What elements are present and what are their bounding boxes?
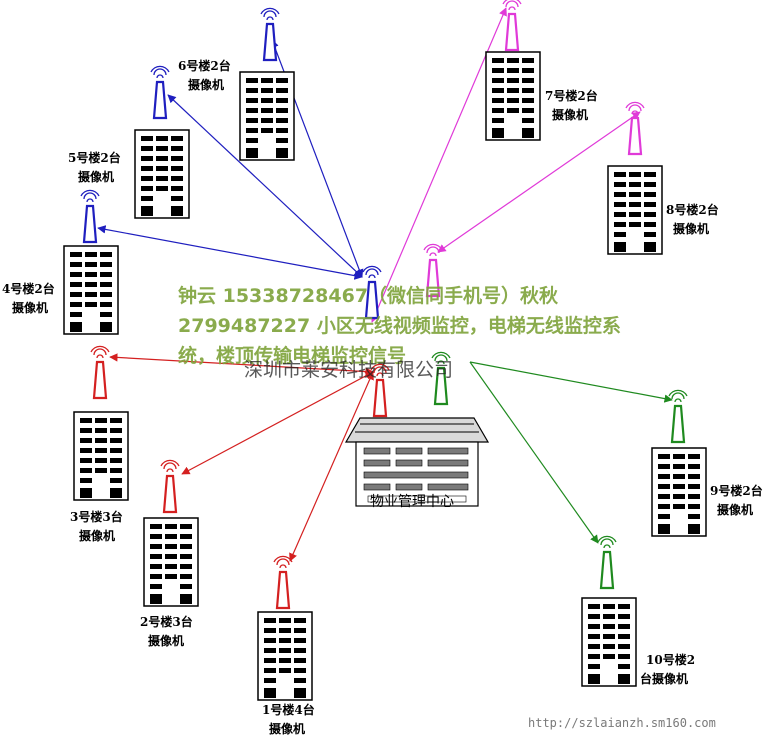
center-antenna-green-icon (431, 351, 451, 406)
building-7 (485, 51, 541, 141)
antenna-icon (80, 189, 100, 244)
antenna-icon (668, 389, 688, 444)
building-body (581, 597, 637, 687)
building-3-label-line1: 3号楼3台 (70, 509, 123, 524)
building-windows (588, 604, 630, 684)
building-4-label-line1: 4号楼2台 (2, 281, 55, 296)
center-antenna-red-icon (370, 363, 390, 418)
building-6-label: 6号楼2台 摄像机 (178, 58, 235, 92)
building-windows (614, 172, 656, 252)
building-9-label-line1: 9号楼2台 (710, 483, 763, 498)
link-b2-center (181, 371, 374, 475)
building-7-label-line2: 摄像机 (552, 107, 588, 122)
building-1-label-line2: 摄像机 (269, 721, 305, 736)
center-antenna-pink-icon (423, 243, 443, 298)
management-center-label: 物业管理中心 (370, 494, 454, 510)
building-6-label-line2: 摄像机 (188, 77, 224, 92)
footer-url: http://szlaianzh.sm160.com (528, 716, 716, 730)
antenna-icon (90, 345, 110, 400)
building-body (143, 517, 199, 607)
antenna-icon (273, 555, 293, 610)
link-b4-center (97, 225, 363, 280)
antenna-icon (597, 535, 617, 590)
building-8 (607, 165, 663, 255)
watermark-text: 钟云 15338728467（微信同手机号）秋秋 2799487227 小区无线… (178, 284, 621, 381)
building-7-label: 7号楼2台 摄像机 (545, 88, 602, 122)
building-windows (150, 524, 192, 604)
building-5-label: 5号楼2台 摄像机 (68, 150, 125, 184)
building-5-label-line1: 5号楼2台 (68, 150, 121, 165)
building-body (257, 611, 313, 701)
building-1-label-line1: 1号楼4台 (262, 702, 315, 717)
building-9-label: 9号楼2台 摄像机 (710, 483, 767, 517)
building-7-label-line1: 7号楼2台 (545, 88, 598, 103)
connection-lines (97, 7, 673, 562)
building-windows (70, 252, 112, 332)
building-windows (246, 78, 288, 158)
building-4 (63, 245, 119, 335)
building-10-label-line1: 10号楼2 (646, 652, 695, 667)
antenna-icon (160, 459, 180, 514)
building-windows (80, 418, 122, 498)
center-windows (363, 447, 469, 491)
building-body (485, 51, 541, 141)
building-body (607, 165, 663, 255)
building-body (73, 411, 129, 501)
building-6-label-line1: 6号楼2台 (178, 58, 231, 73)
building-3 (73, 411, 129, 501)
building-5 (134, 129, 190, 219)
center-roof (344, 417, 490, 443)
building-8-label-line1: 8号楼2台 (666, 202, 719, 217)
building-10-label: 10号楼2 台摄像机 (640, 652, 699, 686)
antenna-icon (502, 0, 522, 52)
building-4-label-line2: 摄像机 (12, 300, 48, 315)
building-6 (239, 71, 295, 161)
building-4-label: 4号楼2台 摄像机 (2, 281, 59, 315)
building-9-label-line2: 摄像机 (717, 502, 753, 517)
building-body (651, 447, 707, 537)
management-center-building (344, 417, 490, 507)
building-body (134, 129, 190, 219)
building-2-label: 2号楼3台 摄像机 (140, 614, 197, 648)
building-2-label-line2: 摄像机 (148, 633, 184, 648)
link-b8-center (437, 111, 641, 253)
antenna-icon (625, 101, 645, 156)
building-1 (257, 611, 313, 701)
building-8-label: 8号楼2台 摄像机 (666, 202, 723, 236)
building-windows (492, 58, 534, 138)
watermark-line-1: 钟云 15338728467（微信同手机号）秋秋 (178, 284, 559, 307)
link-b1-center (289, 371, 374, 562)
building-body (63, 245, 119, 335)
building-9 (651, 447, 707, 537)
building-5-label-line2: 摄像机 (78, 169, 114, 184)
building-10-label-line2: 台摄像机 (640, 671, 688, 686)
building-1-label: 1号楼4台 摄像机 (262, 702, 319, 736)
building-2-label-line1: 2号楼3台 (140, 614, 193, 629)
building-8-label-line2: 摄像机 (673, 221, 709, 236)
building-windows (141, 136, 183, 216)
link-center-b10 (469, 361, 599, 544)
link-b3-center (109, 353, 374, 376)
building-10 (581, 597, 637, 687)
building-2 (143, 517, 199, 607)
watermark-line-4: 深圳市莱安科技有限公司 (244, 359, 453, 381)
building-windows (658, 454, 700, 534)
watermark-line-3: 统，楼顶传输电梯监控信号 (178, 344, 406, 367)
link-center-b9 (469, 361, 673, 403)
building-3-label: 3号楼3台 摄像机 (70, 509, 127, 543)
watermark-line-2: 2799487227 小区无线视频监控，电梯无线监控系 (178, 314, 621, 337)
building-3-label-line2: 摄像机 (79, 528, 115, 543)
antenna-icon (150, 65, 170, 120)
building-body (239, 71, 295, 161)
center-antenna-blue-icon (362, 265, 382, 320)
building-windows (264, 618, 306, 698)
antenna-icon (260, 7, 280, 62)
